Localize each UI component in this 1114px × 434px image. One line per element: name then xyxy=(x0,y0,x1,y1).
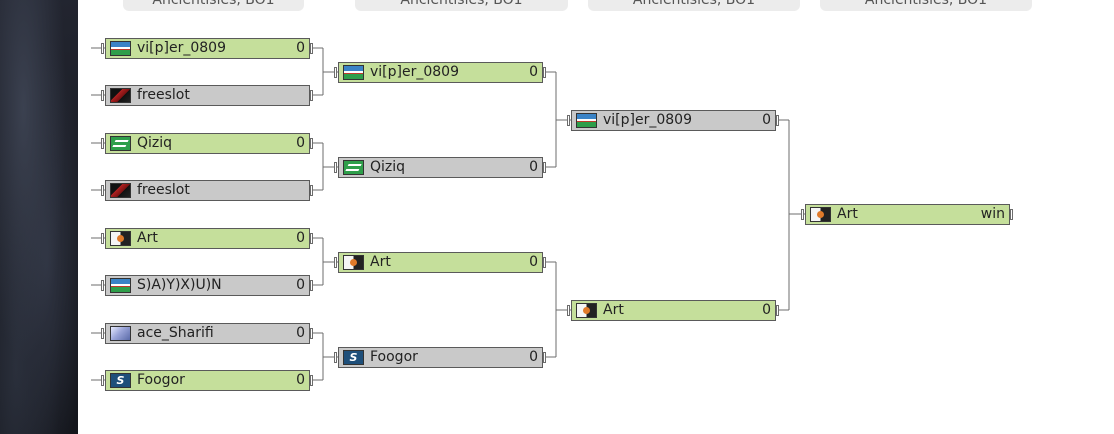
player-name: Art xyxy=(837,206,858,222)
player-score: 0 xyxy=(296,325,305,341)
slot-connector-cap xyxy=(101,375,104,386)
slot-connector-cap xyxy=(567,115,570,126)
flag-dark-icon xyxy=(110,88,131,103)
slot-connector-cap xyxy=(334,67,337,78)
bracket-slot-r1-2[interactable]: freeslot xyxy=(105,85,310,106)
flag-foogor-icon: S xyxy=(110,373,131,388)
player-score: 0 xyxy=(529,349,538,365)
player-score: win xyxy=(980,206,1005,222)
round-header-3: Ancientisles, BO1 xyxy=(588,0,800,11)
slot-connector-cap xyxy=(334,162,337,173)
flag-anime-icon xyxy=(110,326,131,341)
flag-uz-icon xyxy=(343,65,364,80)
round-header-1: Ancientisles, BO1 xyxy=(123,0,304,11)
bracket-slot-final[interactable]: Art win xyxy=(805,204,1010,225)
player-name: Qiziq xyxy=(370,159,406,175)
slot-connector-cap xyxy=(101,233,104,244)
slot-connector-cap xyxy=(101,280,104,291)
slot-connector-cap xyxy=(310,280,313,291)
slot-connector-cap xyxy=(543,257,546,268)
player-score: 0 xyxy=(296,277,305,293)
bracket-slot-r1-8[interactable]: S Foogor 0 xyxy=(105,370,310,391)
flag-mark xyxy=(345,164,362,171)
slot-connector-cap xyxy=(310,185,313,196)
slot-connector-cap xyxy=(1010,209,1013,220)
round-header-2: Ancientisles, BO1 xyxy=(355,0,568,11)
slot-connector-cap xyxy=(310,233,313,244)
slot-connector-cap xyxy=(310,375,313,386)
slot-connector-cap xyxy=(776,115,779,126)
side-background-panel xyxy=(0,0,78,434)
player-score: 0 xyxy=(296,230,305,246)
player-score: 0 xyxy=(762,302,771,318)
player-name: freeslot xyxy=(137,87,190,103)
bracket-slot-r3-2[interactable]: Art 0 xyxy=(571,300,776,321)
bracket-slot-r1-3[interactable]: Qiziq 0 xyxy=(105,133,310,154)
slot-connector-cap xyxy=(567,305,570,316)
slot-connector-cap xyxy=(101,328,104,339)
player-score: 0 xyxy=(529,254,538,270)
bracket-slot-r2-4[interactable]: S Foogor 0 xyxy=(338,347,543,368)
flag-uz-icon xyxy=(110,278,131,293)
bracket-slot-r2-3[interactable]: Art 0 xyxy=(338,252,543,273)
bracket-slot-r2-2[interactable]: Qiziq 0 xyxy=(338,157,543,178)
slot-connector-cap xyxy=(101,185,104,196)
slot-connector-cap xyxy=(310,138,313,149)
player-name: vi[p]er_0809 xyxy=(603,112,692,128)
flag-mark xyxy=(112,140,129,147)
bracket-slot-r2-1[interactable]: vi[p]er_0809 0 xyxy=(338,62,543,83)
player-score: 0 xyxy=(296,40,305,56)
player-name: vi[p]er_0809 xyxy=(137,40,226,56)
flag-art-icon xyxy=(576,303,597,318)
player-name: ace_Sharifi xyxy=(137,325,214,341)
bracket-slot-r1-5[interactable]: Art 0 xyxy=(105,228,310,249)
flag-art-icon xyxy=(110,231,131,246)
bracket-slot-r3-1[interactable]: vi[p]er_0809 0 xyxy=(571,110,776,131)
slot-connector-cap xyxy=(543,162,546,173)
bracket-slot-r1-1[interactable]: vi[p]er_0809 0 xyxy=(105,38,310,59)
player-score: 0 xyxy=(296,135,305,151)
player-score: 0 xyxy=(762,112,771,128)
slot-connector-cap xyxy=(801,209,804,220)
slot-connector-cap xyxy=(310,43,313,54)
slot-connector-cap xyxy=(310,90,313,101)
player-score: 0 xyxy=(529,64,538,80)
flag-green-icon xyxy=(343,160,364,175)
bracket-slot-r1-4[interactable]: freeslot xyxy=(105,180,310,201)
flag-art-icon xyxy=(343,255,364,270)
slot-connector-cap xyxy=(543,352,546,363)
player-name: Qiziq xyxy=(137,135,173,151)
player-score: 0 xyxy=(296,372,305,388)
slot-connector-cap xyxy=(543,67,546,78)
player-name: vi[p]er_0809 xyxy=(370,64,459,80)
slot-connector-cap xyxy=(101,90,104,101)
flag-foogor-icon: S xyxy=(343,350,364,365)
slot-connector-cap xyxy=(101,43,104,54)
player-name: freeslot xyxy=(137,182,190,198)
round-header-4: Ancientisles, BO1 xyxy=(820,0,1032,11)
slot-connector-cap xyxy=(776,305,779,316)
slot-connector-cap xyxy=(310,328,313,339)
player-name: Foogor xyxy=(370,349,418,365)
bracket-slot-r1-7[interactable]: ace_Sharifi 0 xyxy=(105,323,310,344)
player-name: Art xyxy=(603,302,624,318)
slot-connector-cap xyxy=(334,257,337,268)
player-name: Foogor xyxy=(137,372,185,388)
bracket-slot-r1-6[interactable]: S)A)Y)X)U)N 0 xyxy=(105,275,310,296)
flag-art-icon xyxy=(810,207,831,222)
slot-connector-cap xyxy=(334,352,337,363)
flag-uz-icon xyxy=(110,41,131,56)
flag-dark-icon xyxy=(110,183,131,198)
flag-green-icon xyxy=(110,136,131,151)
player-name: Art xyxy=(370,254,391,270)
flag-uz-icon xyxy=(576,113,597,128)
player-name: S)A)Y)X)U)N xyxy=(137,277,222,293)
player-name: Art xyxy=(137,230,158,246)
slot-connector-cap xyxy=(101,138,104,149)
player-score: 0 xyxy=(529,159,538,175)
